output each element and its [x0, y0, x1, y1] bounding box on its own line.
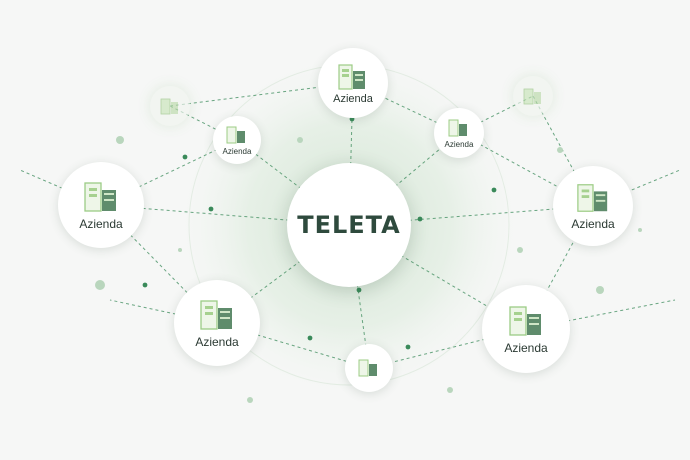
background-speck [596, 286, 604, 294]
company-node-top: Azienda [318, 48, 388, 118]
background-speck [447, 387, 453, 393]
company-node-right: Azienda [553, 166, 633, 246]
background-speck [247, 397, 253, 403]
server-building-icon [577, 184, 608, 212]
background-speck [557, 147, 563, 153]
background-speck [638, 228, 642, 232]
background-speck [517, 247, 523, 253]
connection-dot [182, 154, 188, 160]
server-building-icon [509, 306, 541, 336]
server-building-icon [160, 98, 178, 115]
server-building-icon [523, 88, 541, 105]
connection-line [348, 224, 527, 330]
company-node-left: Azienda [58, 162, 144, 248]
company-node-label: Azienda [333, 93, 373, 105]
teleta-hub: TELETA [287, 163, 411, 287]
connection-line [592, 169, 681, 207]
company-node-lower-right: Azienda [482, 285, 570, 373]
server-building-icon [84, 182, 116, 212]
server-building-icon [338, 64, 365, 90]
connection-dot [356, 287, 362, 293]
company-node-label: Azienda [195, 335, 239, 349]
connection-line [169, 82, 354, 107]
connection-dot [417, 216, 423, 222]
server-building-icon [226, 126, 245, 143]
background-speck [178, 248, 182, 252]
background-speck [95, 280, 105, 290]
company-node-label: Azienda [571, 217, 615, 231]
server-building-icon [358, 359, 377, 377]
company-node-upper-right: Azienda [434, 108, 484, 158]
company-node-bottom-small [345, 344, 393, 392]
connection-dot [307, 335, 313, 341]
company-node-label: Azienda [504, 341, 548, 355]
company-node-upper-left: Azienda [213, 116, 261, 164]
hub-label: TELETA [297, 211, 401, 239]
connection-dot [405, 344, 411, 350]
server-building-icon [200, 300, 232, 330]
company-node-lower-left: Azienda [174, 280, 260, 366]
connection-dot [208, 206, 214, 212]
node-faded-upper-left [150, 86, 190, 126]
company-node-label: Azienda [222, 146, 252, 156]
company-node-label: Azienda [444, 139, 474, 149]
connection-line [348, 205, 594, 226]
background-speck [116, 136, 124, 144]
connection-dot [142, 282, 148, 288]
company-node-label: Azienda [79, 217, 123, 231]
background-speck [297, 137, 303, 143]
server-building-icon [448, 119, 467, 136]
connection-dot [491, 187, 497, 193]
node-faded-upper-right [513, 76, 553, 116]
